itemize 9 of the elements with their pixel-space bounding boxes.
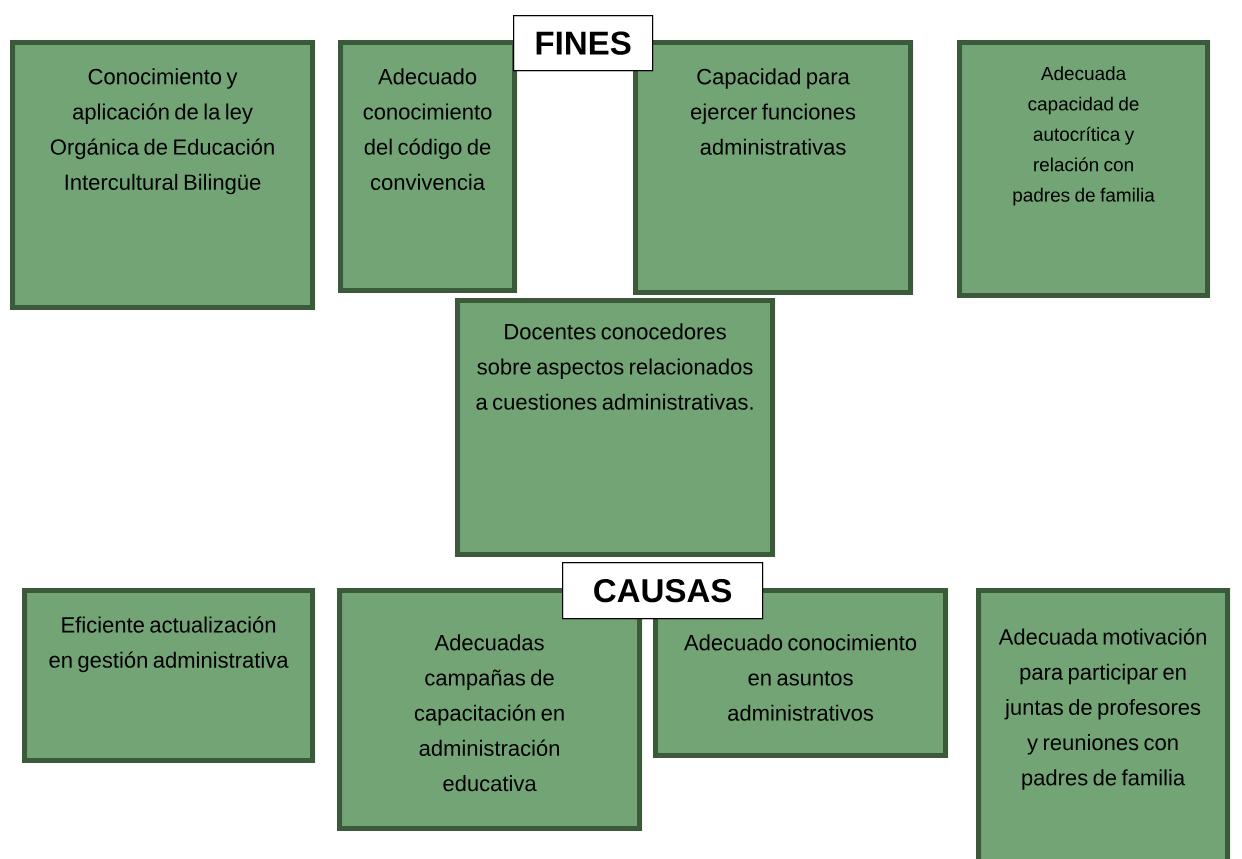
objective-box: Adecuada capacidad de autocrítica y relación con padres de familia [957, 40, 1211, 299]
section-label: CAUSAS [562, 562, 764, 620]
section-label: FINES [513, 15, 654, 72]
objective-box: Conocimiento y aplicación de la ley Orgánica de Educación Intercultural Bilingüe [10, 40, 316, 311]
objective-box: Docentes conocedores sobre aspectos relacionados a cuestiones administrativas. [455, 298, 776, 558]
objective-box: Adecuado conocimiento del código de convivencia [338, 40, 518, 294]
objective-box: Adecuada motivación para participar en juntas de profesores y reuniones con padres de familia [976, 588, 1231, 859]
objective-box: Eficiente actualización en gestión administrativa [22, 588, 316, 764]
objective-box: Capacidad para ejercer funciones administrativas [633, 40, 914, 296]
